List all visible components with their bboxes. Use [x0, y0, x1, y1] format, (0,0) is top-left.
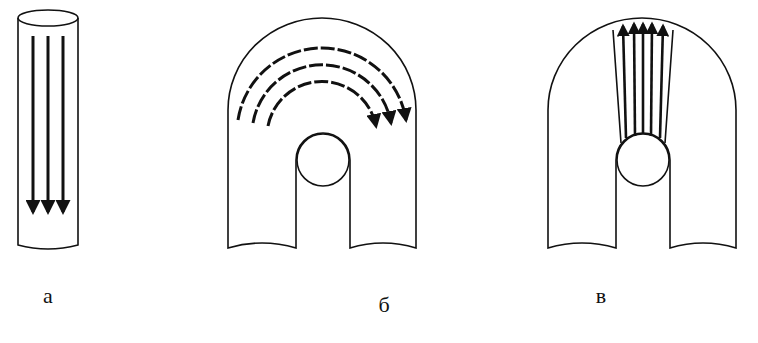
horseshoe-magnet — [548, 18, 736, 248]
field-arrows — [238, 48, 406, 126]
figure-letter: б — [378, 294, 389, 316]
field-arrows — [33, 36, 63, 212]
bar-end — [18, 10, 78, 26]
figure-letter: а — [43, 285, 53, 307]
field-arrows — [623, 24, 663, 138]
figure-letter: в — [596, 285, 606, 307]
bar-magnet — [18, 18, 78, 249]
hole — [297, 134, 349, 186]
horseshoe-magnet — [228, 18, 416, 248]
hole — [617, 134, 669, 186]
